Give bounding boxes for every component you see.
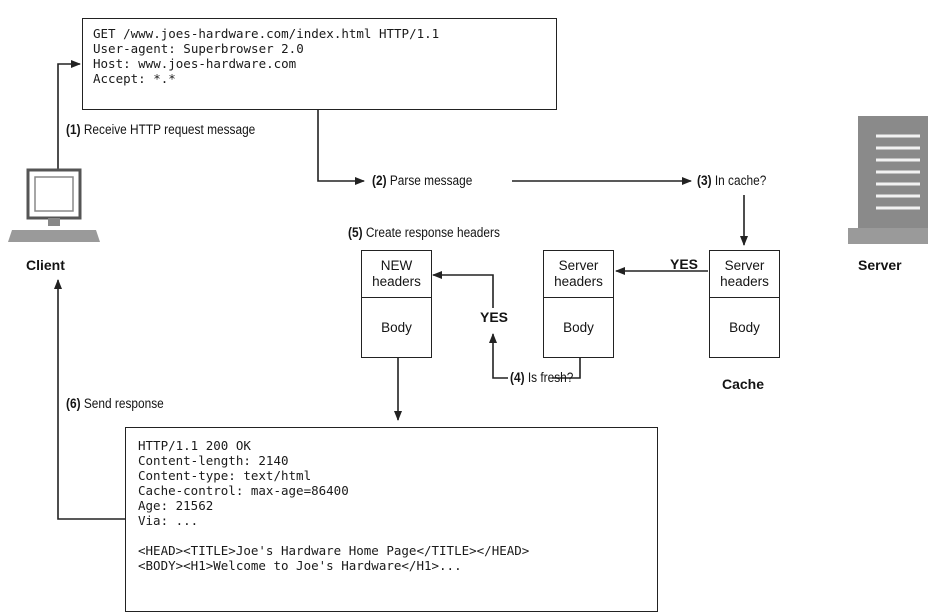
new-headers-section: NEW headers xyxy=(362,251,431,298)
server-icon xyxy=(848,116,928,244)
step-4-text: Is fresh? xyxy=(527,370,574,385)
copy-body-section: Body xyxy=(563,319,594,335)
new-body-section: Body xyxy=(381,319,412,335)
cached-headers-section: Server headers xyxy=(710,251,779,298)
response-message-box: HTTP/1.1 200 OK Content-length: 2140 Con… xyxy=(125,427,658,612)
copy-headers-line2: headers xyxy=(554,274,603,289)
client-label: Client xyxy=(26,257,65,273)
step-2-number: (2) xyxy=(372,173,387,188)
step-4-label: (4) Is fresh? xyxy=(510,370,573,385)
cache-label: Cache xyxy=(722,376,765,392)
client-computer-icon xyxy=(8,168,100,242)
request-line: GET /www.joes-hardware.com/index.html HT… xyxy=(93,26,440,41)
step-6-label: (6) Send response xyxy=(66,396,164,411)
step-4-number: (4) xyxy=(510,370,525,385)
arrow-request-to-parse xyxy=(317,110,365,185)
step-6-text: Send response xyxy=(83,396,164,411)
cached-headers-line2: headers xyxy=(720,274,769,289)
cached-body-section: Body xyxy=(729,319,760,335)
cached-headers-line1: Server xyxy=(724,258,765,273)
response-header-via: Via: ... xyxy=(138,513,199,528)
step-3-number: (3) xyxy=(697,173,712,188)
request-header-user-agent: User-agent: Superbrowser 2.0 xyxy=(93,41,304,56)
line-copy-to-fresh xyxy=(552,358,581,379)
response-body-head: <HEAD><TITLE>Joe's Hardware Home Page</T… xyxy=(138,543,530,558)
response-status-line: HTTP/1.1 200 OK xyxy=(138,438,251,453)
request-header-accept: Accept: *.* xyxy=(93,71,176,86)
cached-document-box: Server headers Body xyxy=(709,250,780,358)
copy-document-box: Server headers Body xyxy=(543,250,614,358)
copy-headers-line1: Server xyxy=(558,258,599,273)
arrow-fresh-yes xyxy=(489,333,508,379)
response-header-cache-control: Cache-control: max-age=86400 xyxy=(138,483,349,498)
step-3-label: (3) In cache? xyxy=(697,173,766,188)
step-2-label: (2) Parse message xyxy=(372,173,472,188)
response-header-content-length: Content-length: 2140 xyxy=(138,453,289,468)
request-header-host: Host: www.joes-hardware.com xyxy=(93,56,297,71)
step-5-text: Create response headers xyxy=(365,225,500,240)
yes-cache-hit-label: YES xyxy=(670,256,699,272)
new-document-box: NEW headers Body xyxy=(361,250,432,358)
step-1-label: (1) Receive HTTP request message xyxy=(66,122,255,137)
step-5-number: (5) xyxy=(348,225,363,240)
copy-headers-section: Server headers xyxy=(544,251,613,298)
server-label: Server xyxy=(858,257,902,273)
step-1-number: (1) xyxy=(66,122,81,137)
arrow-to-new-headers xyxy=(432,271,494,308)
step-2-text: Parse message xyxy=(389,173,473,188)
step-6-number: (6) xyxy=(66,396,81,411)
step-1-text: Receive HTTP request message xyxy=(83,122,256,137)
arrow-response-to-client xyxy=(54,279,125,520)
request-message-box: GET /www.joes-hardware.com/index.html HT… xyxy=(82,18,557,110)
step-5-label: (5) Create response headers xyxy=(348,225,500,240)
arrow-client-to-request xyxy=(57,60,81,170)
response-header-content-type: Content-type: text/html xyxy=(138,468,312,483)
step-3-text: In cache? xyxy=(714,173,767,188)
new-headers-line2: headers xyxy=(372,274,421,289)
response-header-age: Age: 21562 xyxy=(138,498,214,513)
yes-fresh-label: YES xyxy=(480,309,509,325)
new-headers-line1: NEW xyxy=(380,258,413,273)
response-body-h1: <BODY><H1>Welcome to Joe's Hardware</H1>… xyxy=(138,558,462,573)
